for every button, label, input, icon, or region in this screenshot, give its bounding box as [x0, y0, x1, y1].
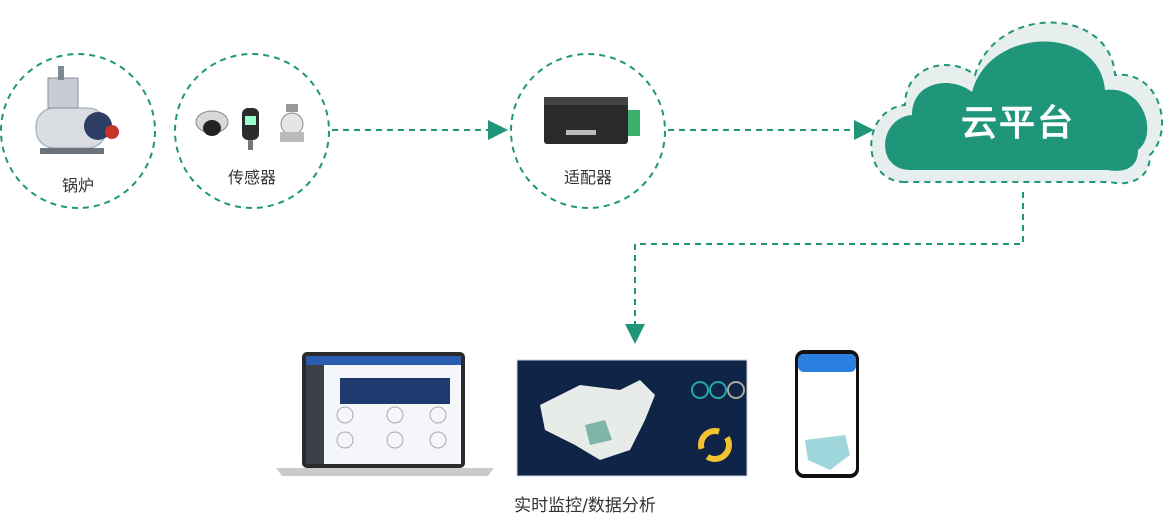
cloud-platform-label: 云平台 [960, 103, 1076, 144]
boiler-node-circle [0, 53, 156, 209]
phone-illustration [795, 350, 859, 478]
dashboard-illustration [516, 359, 748, 477]
laptop-illustration [276, 352, 494, 476]
sensor-node-circle [174, 53, 330, 209]
cloud-shape [870, 21, 1164, 185]
connector-cloud-monitoring [625, 192, 1024, 344]
monitoring-caption: 实时监控/数据分析 [514, 496, 656, 516]
adapter-node-circle [510, 53, 666, 209]
adapter-label: 适配器 [563, 168, 613, 187]
boiler-label: 锅炉 [61, 176, 95, 195]
sensor-label: 传感器 [227, 168, 277, 187]
boiler-icon [35, 66, 119, 154]
sensor-icons [195, 104, 304, 150]
adapter-icon [544, 97, 640, 144]
